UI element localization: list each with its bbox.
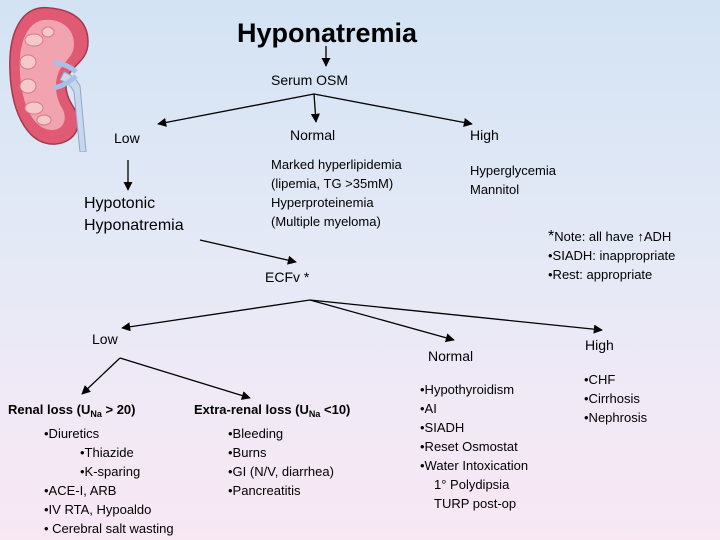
osm-high-causes: Hyperglycemia Mannitol xyxy=(470,161,556,199)
cause-item: (lipemia, TG >35mM) xyxy=(271,176,394,191)
cause-item: •Reset Osmostat xyxy=(420,439,518,454)
renal-loss-section: Renal loss (UNa > 20) •Diuretics •Thiazi… xyxy=(8,400,174,538)
cause-item: •Burns xyxy=(228,445,267,460)
extrarenal-loss-section: Extra-renal loss (UNa <10) •Bleeding •Bu… xyxy=(194,400,350,500)
cause-item: • Cerebral salt wasting xyxy=(44,521,174,536)
serum-osm-label: Serum OSM xyxy=(271,72,349,88)
cause-item: •IV RTA, Hypoaldo xyxy=(44,502,152,517)
osm-normal-causes: Marked hyperlipidemia (lipemia, TG >35mM… xyxy=(271,155,402,231)
osm-high-label: High xyxy=(470,127,499,143)
cause-item: 1° Polydipsia xyxy=(434,477,510,492)
cause-item: Mannitol xyxy=(470,182,520,197)
hypotonic-hyponatremia-label: Hypotonic Hyponatremia xyxy=(84,195,184,234)
cause-item: •Thiazide xyxy=(80,445,134,460)
cause-item: •Water Intoxication xyxy=(420,458,529,473)
cause-item: •K-sparing xyxy=(80,464,141,479)
kidney-illustration-icon xyxy=(9,6,89,152)
osm-low-label: Low xyxy=(114,130,140,146)
cause-item: •Bleeding xyxy=(228,426,284,441)
cause-item: •Nephrosis xyxy=(584,410,648,425)
cause-item: •Pancreatitis xyxy=(228,483,301,498)
ecfv-high-label: High xyxy=(585,337,614,353)
ecfv-high-causes: •CHF •Cirrhosis •Nephrosis xyxy=(584,370,647,427)
extrarenal-loss-header: Extra-renal loss (UNa <10) xyxy=(194,402,351,419)
cause-item: Hyperproteinemia xyxy=(271,195,374,210)
cause-item: (Multiple myeloma) xyxy=(271,214,381,229)
cause-item: •CHF xyxy=(584,372,616,387)
cause-item: •Diuretics xyxy=(44,426,100,441)
cause-item: •SIADH xyxy=(420,420,465,435)
osm-normal-label: Normal xyxy=(290,127,336,143)
cause-item: •AI xyxy=(420,401,437,416)
cause-item: •GI (N/V, diarrhea) xyxy=(228,464,334,479)
ecfv-normal-label: Normal xyxy=(428,348,474,364)
adh-note: *Note: all have ↑ADH •SIADH: inappropria… xyxy=(548,228,676,282)
ecfv-normal-causes: •Hypothyroidism •AI •SIADH •Reset Osmost… xyxy=(420,380,528,513)
cause-item: •ACE-I, ARB xyxy=(44,483,117,498)
cause-item: Marked hyperlipidemia xyxy=(271,157,402,172)
page-title: Hyponatremia xyxy=(237,18,418,48)
ecfv-low-label: Low xyxy=(92,331,118,347)
cause-item: TURP post-op xyxy=(434,496,517,511)
renal-loss-header: Renal loss (UNa > 20) xyxy=(8,402,136,419)
cause-item: •Cirrhosis xyxy=(584,391,640,406)
ecfv-label: ECFv * xyxy=(265,269,310,285)
cause-item: •Hypothyroidism xyxy=(420,382,515,397)
cause-item: Hyperglycemia xyxy=(470,163,556,178)
